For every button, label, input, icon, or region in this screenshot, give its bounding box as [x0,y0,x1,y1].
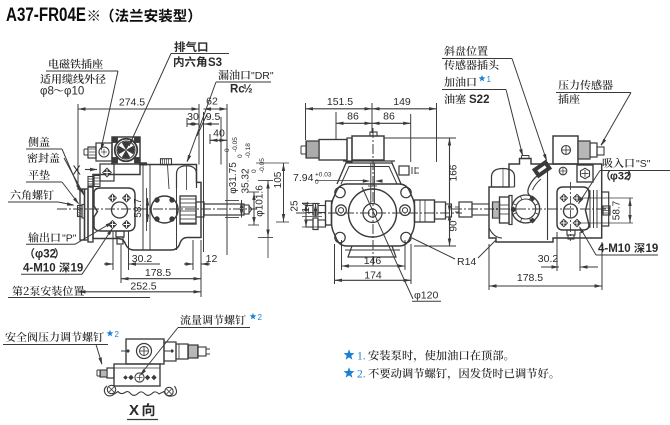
svg-text:1: 1 [487,75,492,84]
svg-text:9.5: 9.5 [206,111,221,123]
svg-text:A37-FR04E: A37-FR04E [6,5,86,26]
svg-text:274.5: 274.5 [119,97,145,109]
svg-text:151.5: 151.5 [327,96,353,108]
svg-text:58.7: 58.7 [612,200,623,220]
svg-text:178.5: 178.5 [145,267,171,279]
svg-text:2: 2 [115,330,120,339]
svg-text:"DR": "DR" [251,70,274,82]
svg-text:19: 19 [646,243,659,255]
svg-text:S22: S22 [469,94,489,106]
svg-text:30: 30 [187,111,199,123]
svg-text:178.5: 178.5 [517,272,543,284]
svg-text:φ31.75: φ31.75 [228,162,239,194]
svg-text:½: ½ [243,84,253,96]
svg-text:4-M10: 4-M10 [598,243,631,255]
svg-text:86: 86 [383,111,395,123]
svg-text:19: 19 [71,263,84,275]
svg-text:0: 0 [224,148,231,152]
svg-text:-0.18: -0.18 [245,143,252,158]
svg-text:0: 0 [251,169,258,173]
svg-text:X: X [129,402,139,419]
svg-text:2: 2 [258,313,263,322]
svg-text:S3: S3 [208,57,222,69]
svg-text:4-M10: 4-M10 [23,263,56,275]
svg-text:φ120: φ120 [414,290,438,302]
svg-text:90: 90 [449,220,460,232]
svg-text:φ8: φ8 [40,86,54,98]
svg-text:105: 105 [273,171,284,188]
svg-text:58.7: 58.7 [133,198,144,218]
svg-text:φ10: φ10 [64,86,84,98]
svg-text:X: X [73,164,82,178]
svg-text:12: 12 [206,253,218,265]
svg-text:φ101.6: φ101.6 [255,185,266,217]
svg-text:+0.03: +0.03 [315,172,332,179]
svg-text:-0.05: -0.05 [232,137,239,152]
svg-text:35.32: 35.32 [241,168,252,193]
svg-text:1.: 1. [357,351,366,363]
svg-text:7.94: 7.94 [293,172,314,184]
svg-text:"P": "P" [62,233,77,245]
svg-text:0: 0 [237,154,244,158]
svg-text:86: 86 [347,111,359,123]
svg-text:R14: R14 [457,256,476,268]
svg-text:2.: 2. [357,369,366,381]
svg-text:Rc: Rc [230,84,245,96]
svg-text:166: 166 [449,164,460,181]
svg-text:252.5: 252.5 [130,280,156,292]
svg-text:0: 0 [315,179,319,186]
svg-text:149: 149 [393,96,411,108]
svg-text:14: 14 [301,201,312,213]
svg-text:40: 40 [213,128,225,140]
svg-text:174: 174 [364,269,382,281]
svg-text:-0.05: -0.05 [259,158,266,173]
svg-text:30.2: 30.2 [538,253,559,265]
svg-text:φ32: φ32 [610,171,630,183]
svg-text:25: 25 [290,200,301,212]
svg-text:62: 62 [206,96,218,108]
svg-text:30.2: 30.2 [132,253,153,265]
svg-text:φ32: φ32 [35,249,56,261]
svg-text:146: 146 [364,255,382,267]
svg-text:"S": "S" [636,158,651,170]
